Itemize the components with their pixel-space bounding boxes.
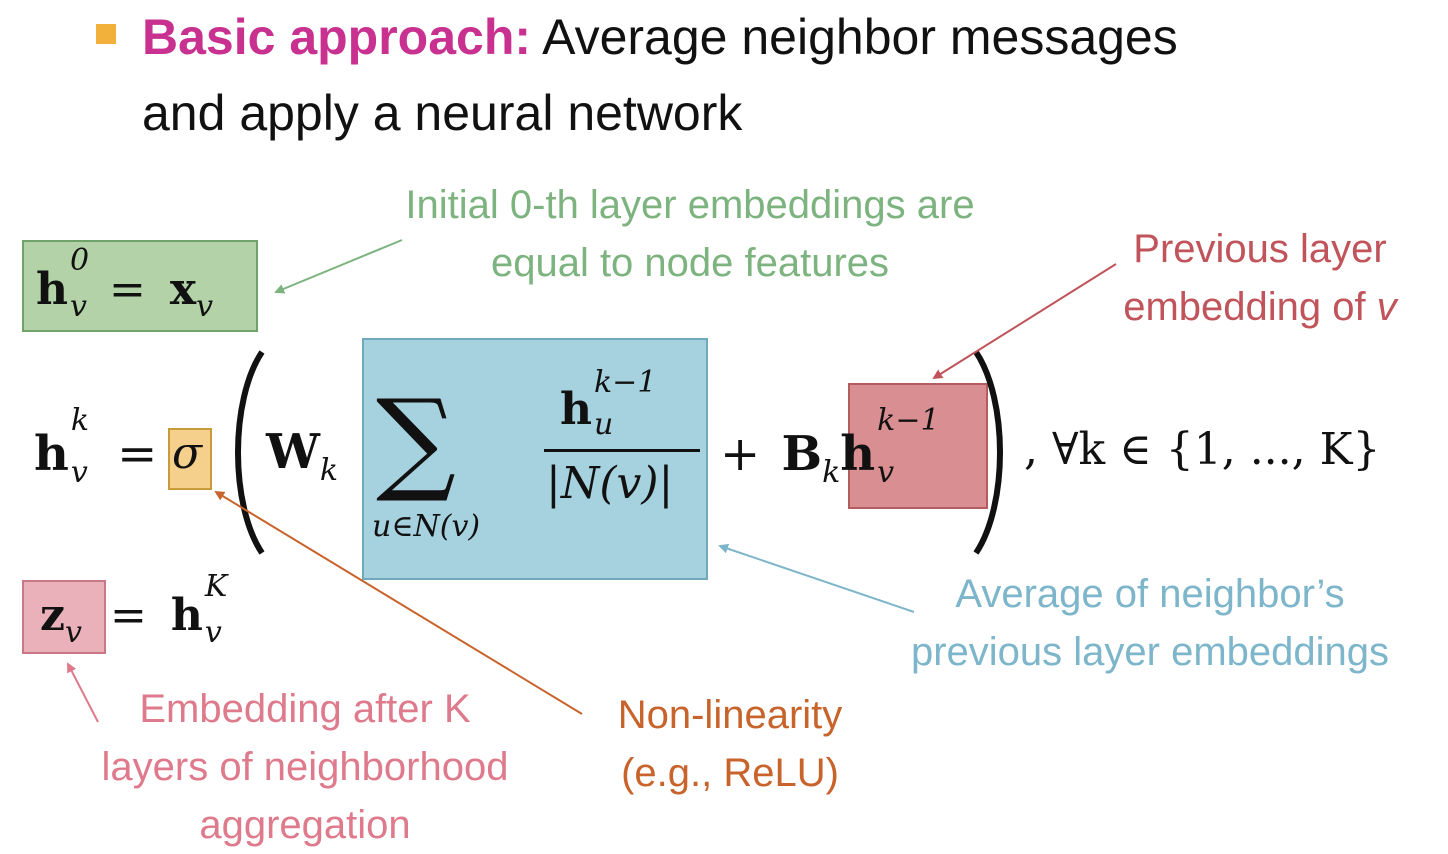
note-previous-var: v xyxy=(1376,285,1397,329)
sum-symbol: ∑ xyxy=(376,376,456,506)
note-previous-embedding: Previous layer embedding of v xyxy=(1090,220,1430,336)
bullet-square-icon xyxy=(96,24,116,44)
note-output-embedding: Embedding after K layers of neighborhood… xyxy=(60,680,550,854)
heading-line-2: and apply a neural network xyxy=(142,85,743,141)
previous-embedding-highlight xyxy=(848,383,988,509)
eq2-sup: k xyxy=(70,403,90,438)
arrow-average xyxy=(718,543,915,613)
note-initial-line-2: equal to node features xyxy=(490,241,890,285)
num-h: h xyxy=(560,384,592,435)
prev-h: h xyxy=(840,426,876,482)
w-sub: k xyxy=(319,453,339,488)
note-neighbor-average: Average of neighbor’s previous layer emb… xyxy=(870,565,1430,681)
prev-sub: v xyxy=(877,455,895,490)
plus-sign: + xyxy=(720,426,761,482)
prev-sup: k−1 xyxy=(877,403,940,438)
eq1-x-sub: v xyxy=(196,289,214,324)
note-initial-line-1: Initial 0-th layer embeddings are xyxy=(405,183,975,227)
eq3-equals: = xyxy=(109,590,147,641)
eq3-z: z xyxy=(40,590,65,641)
note-embedding-line-3: aggregation xyxy=(199,803,411,847)
eq1-sub: v xyxy=(70,289,87,324)
eq2-sub: v xyxy=(70,455,88,490)
quantifier: , ∀k ∈ {1, ..., K} xyxy=(1024,424,1381,475)
fraction-bar xyxy=(544,449,700,452)
note-nonlin-line-1: Non-linearity xyxy=(617,693,843,737)
note-average-line-1: Average of neighbor’s xyxy=(955,572,1345,616)
num-sub: u xyxy=(594,407,614,442)
note-embedding-line-1: Embedding after K xyxy=(139,687,471,731)
eq3-h: h xyxy=(170,590,203,641)
neighbor-average-highlight xyxy=(362,338,708,580)
eq1-sup: 0 xyxy=(70,243,90,278)
heading-text: Average neighbor messages xyxy=(531,9,1178,65)
note-initial-embeddings: Initial 0-th layer embeddings are equal … xyxy=(360,176,1020,292)
arrow-initial xyxy=(274,239,403,294)
b-symbol: B xyxy=(781,426,823,482)
sigma-symbol: σ xyxy=(172,428,203,479)
eq3-sup: K xyxy=(204,569,228,604)
note-nonlinearity: Non-linearity (e.g., ReLU) xyxy=(580,686,880,802)
b-sub: k xyxy=(822,455,841,490)
note-previous-line-1: Previous layer xyxy=(1133,227,1387,271)
note-previous-line-2: embedding of v xyxy=(1090,278,1430,336)
num-sup: k−1 xyxy=(594,365,657,400)
arrow-previous xyxy=(932,263,1117,380)
output-embedding-highlight xyxy=(22,580,106,654)
note-nonlin-line-2: (e.g., ReLU) xyxy=(621,751,839,795)
note-average-line-2: previous layer embeddings xyxy=(910,630,1390,674)
initial-embedding-highlight xyxy=(22,240,258,332)
eq1-equals: = xyxy=(108,264,146,315)
eq3-sub: v xyxy=(204,615,222,650)
fraction-denominator: |N(v)| xyxy=(546,458,674,509)
weight-term: Wk xyxy=(266,428,338,486)
heading-line-1: Basic approach: Average neighbor message… xyxy=(142,12,1178,62)
note-previous-prefix: embedding of xyxy=(1123,285,1377,329)
heading-label: Basic approach: xyxy=(142,9,532,65)
note-embedding-line-2: layers of neighborhood xyxy=(101,745,509,789)
sum-index: u∈N(v) xyxy=(372,509,481,544)
eq1-h: h xyxy=(36,264,68,315)
arrow-nonlinearity xyxy=(214,490,583,715)
sigma-highlight xyxy=(168,428,212,490)
left-paren xyxy=(235,350,265,555)
eq2-h: h xyxy=(34,426,69,482)
w-symbol: W xyxy=(266,424,320,480)
eq2-equals: = xyxy=(117,426,158,482)
eq1-x: x xyxy=(169,264,197,315)
right-paren xyxy=(973,350,1003,555)
arrow-embedding xyxy=(67,662,99,723)
eq3-z-sub: v xyxy=(65,615,82,650)
